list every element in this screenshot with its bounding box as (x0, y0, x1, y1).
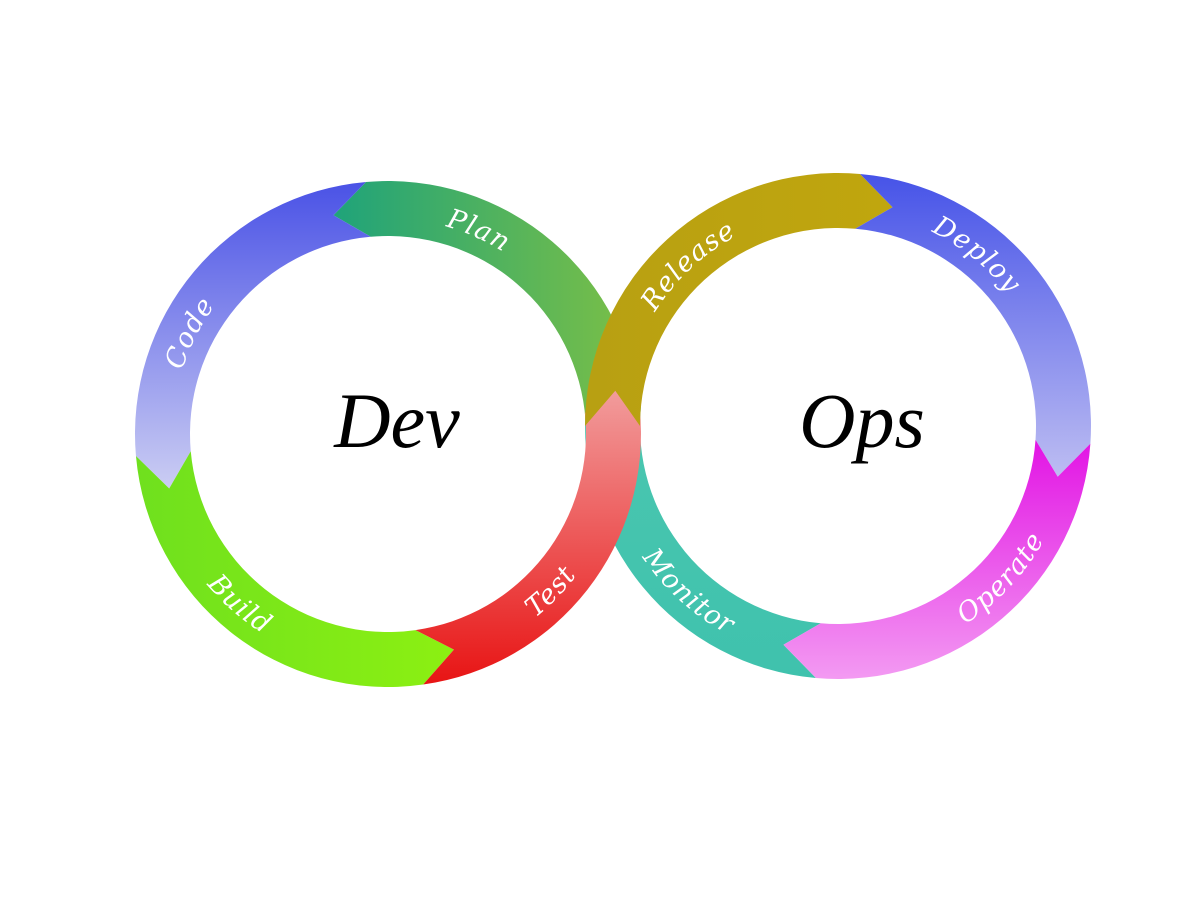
segment-deploy (855, 173, 1091, 477)
dev-title: Dev (333, 377, 460, 464)
segments (134, 172, 1091, 688)
segment-code (134, 181, 371, 489)
segment-plan (333, 181, 641, 421)
segment-operate (783, 439, 1091, 679)
ops-title: Ops (799, 377, 925, 464)
segment-build (135, 451, 454, 688)
segment-release (585, 172, 893, 426)
segment-test (415, 375, 641, 685)
